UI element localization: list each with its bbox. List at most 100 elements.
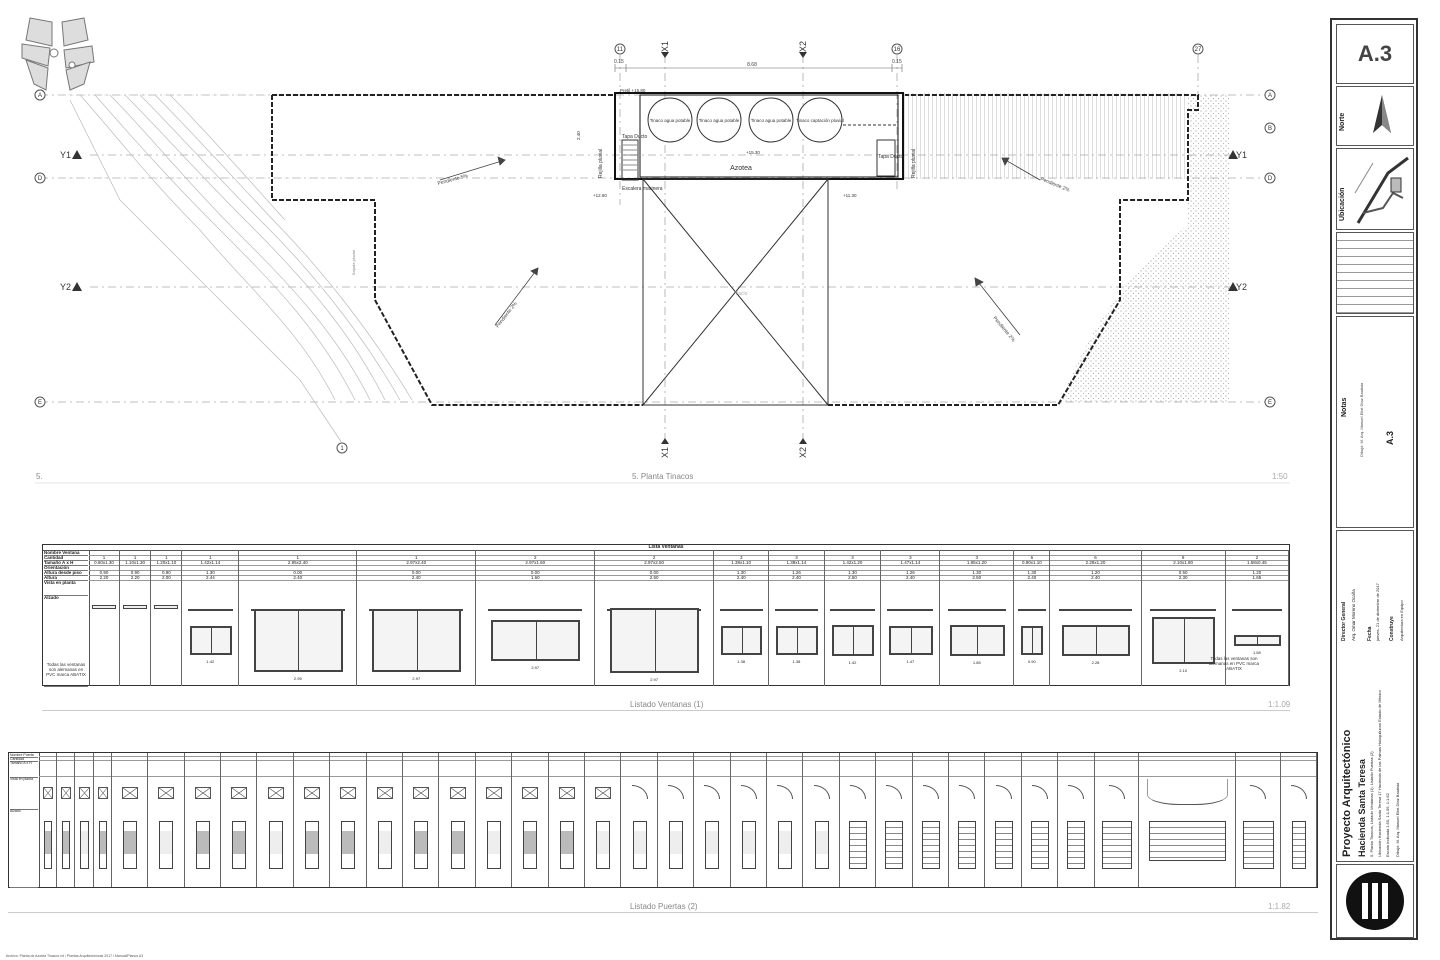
drawn-by-footer: Dibujó: M. Arq. Manuel Eliot Díaz Bautis… [1395, 782, 1400, 857]
door-cell [93, 753, 111, 757]
window-cell: 3 [714, 555, 769, 561]
door-cell [330, 761, 366, 777]
door-column [694, 753, 731, 887]
revision-table [1336, 232, 1414, 314]
door-elevation [1243, 821, 1274, 869]
window-mullion [210, 627, 212, 654]
window-cell: 2.50 [595, 575, 714, 581]
slope-2: Pendiente 2% [495, 301, 519, 330]
window-cell: 2.30 [1141, 575, 1225, 581]
window-cell: 6 [1014, 555, 1050, 561]
door-elevation [523, 821, 538, 869]
door-elevation [559, 821, 574, 869]
door-cell [148, 761, 184, 777]
window-cell: 1.58x0.45 [1225, 560, 1288, 566]
door-cell [694, 761, 730, 777]
window-cell: 0.50 [1141, 570, 1225, 576]
file-path-note: Archivo: Planta de Azotea Tinacos rvt / … [6, 954, 144, 958]
door-cell [475, 757, 512, 761]
grid-label-d: D [38, 176, 43, 182]
window-mullion [977, 626, 979, 655]
window-cell [120, 550, 151, 556]
window-elevation [949, 624, 1006, 657]
door-cell [803, 753, 839, 757]
door-elevation [1291, 821, 1306, 869]
window-cell: 2.95x2.40 [239, 560, 357, 566]
door-column [657, 753, 695, 887]
window-cell: 1 [182, 555, 239, 561]
azotea-label: Azotea [730, 165, 752, 172]
door-column [1280, 753, 1317, 887]
door-cell [730, 757, 766, 761]
builder-label: Construye [1389, 616, 1395, 641]
door-cell [402, 761, 439, 777]
window-elevation [1021, 626, 1044, 655]
window-cell [881, 550, 940, 556]
grid-label-a-right: A [1268, 93, 1272, 99]
vacio-label: Vacío [735, 291, 748, 297]
window-cell [89, 550, 120, 556]
door-cell [621, 753, 657, 757]
window-cell [151, 565, 182, 571]
door-elevation [705, 821, 720, 869]
door-plan-symbol [522, 787, 539, 799]
door-cell [57, 753, 75, 757]
window-cell: 1.38x1.10 [714, 560, 769, 566]
window-cell: 1.26 [881, 570, 940, 576]
door-cell [220, 761, 257, 777]
grid-label-e: E [38, 400, 42, 406]
level-left: +12.60 [593, 193, 607, 198]
window-cell: 2.97x1.60 [476, 560, 595, 566]
window-cell: 2.20 [120, 575, 151, 581]
door-cell [1094, 753, 1139, 757]
door-row-label: Cantidad [10, 757, 38, 762]
window-elevation [721, 626, 763, 655]
window-cell: 0.90 [120, 570, 151, 576]
location-label: Ubicación [1339, 187, 1346, 221]
door-plan-symbol [194, 787, 211, 799]
door-plan-symbol [340, 787, 357, 799]
window-plan-view [1059, 609, 1132, 611]
window-width-dim: 1.38 [737, 658, 746, 664]
window-cell: 2.40 [1050, 575, 1141, 581]
door-elevation [44, 821, 53, 869]
window-plan-view [947, 609, 1007, 611]
window-row-label: Cantidad [44, 555, 88, 561]
window-cell: 1 [89, 555, 120, 561]
window-elevation [1233, 634, 1282, 647]
tinaco-4-label: Tinaco captación pluvial [796, 118, 844, 123]
window-cell: 1 [239, 555, 357, 561]
door-cell [402, 753, 439, 757]
window-cell: 1.30 [940, 570, 1014, 576]
door-cell [912, 761, 948, 777]
window-cell: 3 [769, 555, 824, 561]
window-cell: 2.50 [940, 575, 1014, 581]
height-label: 2.40 [576, 131, 581, 140]
door-elevation [195, 821, 210, 869]
door-cell [584, 761, 621, 777]
window-cell: 1.10x1.30 [120, 560, 151, 566]
window-elevation [1152, 617, 1216, 664]
grid-label-a: A [38, 93, 42, 99]
rejilla-right-label: Rejilla pluvial [911, 149, 917, 178]
door-plan-symbol [43, 787, 54, 799]
window-mullion [910, 627, 912, 654]
door-plan-symbol [849, 785, 866, 799]
tinaco-1 [647, 97, 693, 143]
window-cell [357, 565, 476, 571]
door-cell [184, 761, 220, 777]
door-elevation [1149, 821, 1227, 861]
window-plan-view [123, 605, 148, 609]
window-row-label: Altura desde piso [44, 570, 88, 576]
window-width-dim: 2.28 [1091, 660, 1100, 666]
window-cell: 0.90 [151, 570, 182, 576]
door-cell [293, 757, 330, 761]
window-cell: 3 [824, 555, 881, 561]
door-cell [621, 761, 657, 777]
